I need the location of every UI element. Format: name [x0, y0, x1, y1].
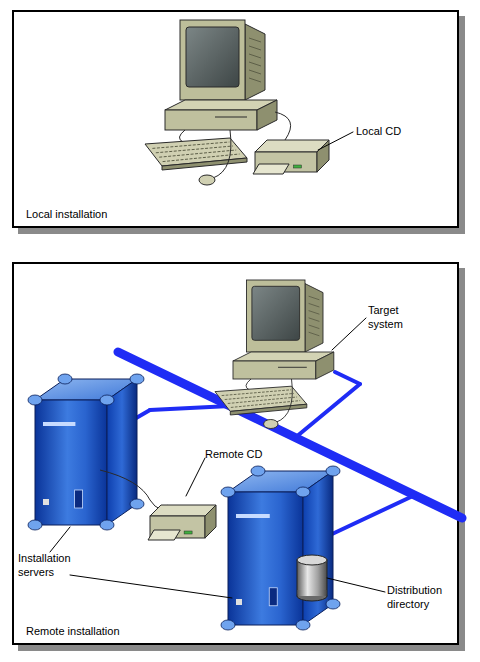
callout-label: Target system	[368, 303, 423, 331]
callout-label: Local CD	[356, 124, 446, 138]
callout-label: Installation servers	[18, 551, 82, 579]
panel-heading: Local installation	[26, 208, 107, 220]
callout-label: Distribution directory	[387, 583, 453, 611]
callout-label: Remote CD	[205, 447, 285, 461]
panel-heading: Remote installation	[26, 625, 120, 637]
panel-frame: Local installation	[12, 10, 459, 228]
